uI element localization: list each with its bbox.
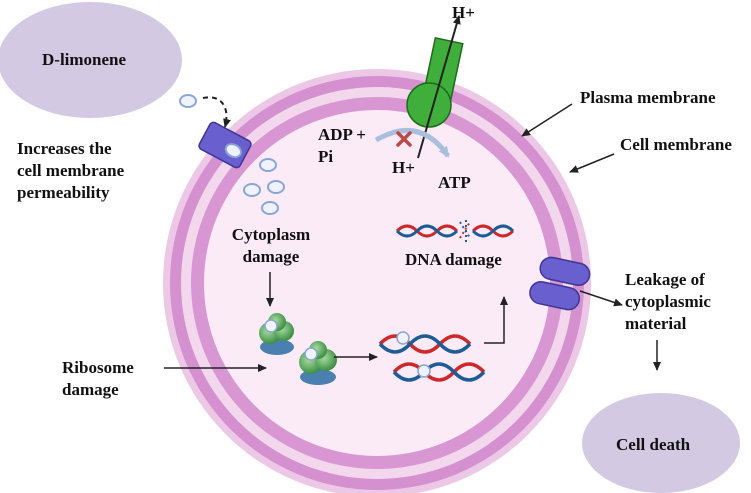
- adp-pi-label: ADP + Pi: [318, 125, 366, 166]
- dna-helix-icon: [392, 362, 486, 382]
- dna-helix-icon: [378, 331, 472, 354]
- dna-damage-icon: [395, 220, 515, 242]
- ribosome-icon: [259, 313, 294, 355]
- cell-membrane-label: Cell membrane: [620, 135, 732, 154]
- atp-synthase-head: [406, 82, 452, 128]
- cell-death-ellipse: [582, 393, 740, 493]
- cell-death-label: Cell death: [616, 435, 691, 454]
- arrow-dna-to-dna-damage: [484, 296, 508, 344]
- cell: [163, 69, 591, 493]
- leakage-label: Leakage of cytoplasmic material: [625, 270, 711, 333]
- arrow-plasma-membrane: [521, 103, 573, 137]
- h-plus-top-label: H+: [452, 3, 475, 22]
- h-plus-bottom-label: H+: [392, 158, 415, 177]
- plasma-membrane-label: Plasma membrane: [580, 88, 716, 107]
- atp-label: ATP: [438, 173, 471, 192]
- inhibition-x-icon: [396, 131, 412, 147]
- arrow-leakage: [579, 290, 623, 307]
- vesicle: [243, 183, 261, 197]
- cytoplasm-damage-label: Cytoplasm damage: [231, 225, 311, 266]
- permeability-channel: [198, 121, 252, 169]
- increases-permeability-label: Increases the cell membrane permeability: [17, 139, 125, 202]
- dna-damage-label: DNA damage: [405, 250, 502, 269]
- vesicle-entry-arrow: [202, 96, 231, 128]
- vesicle: [259, 158, 277, 172]
- ribosome-icon: [299, 341, 337, 385]
- leakage-channel: [529, 256, 591, 311]
- vesicle: [179, 94, 197, 108]
- adp-to-atp-arrow: [374, 128, 451, 158]
- ribosome-damage-label: Ribosome damage: [62, 358, 134, 399]
- d-limonene-ellipse: [0, 2, 182, 118]
- arrow-cell-membrane: [569, 153, 615, 173]
- cytoplasm: [204, 110, 550, 456]
- d-limonene-label: D-limonene: [42, 50, 127, 69]
- vesicle: [267, 180, 285, 194]
- vesicles: [179, 94, 285, 215]
- vesicle: [261, 201, 279, 215]
